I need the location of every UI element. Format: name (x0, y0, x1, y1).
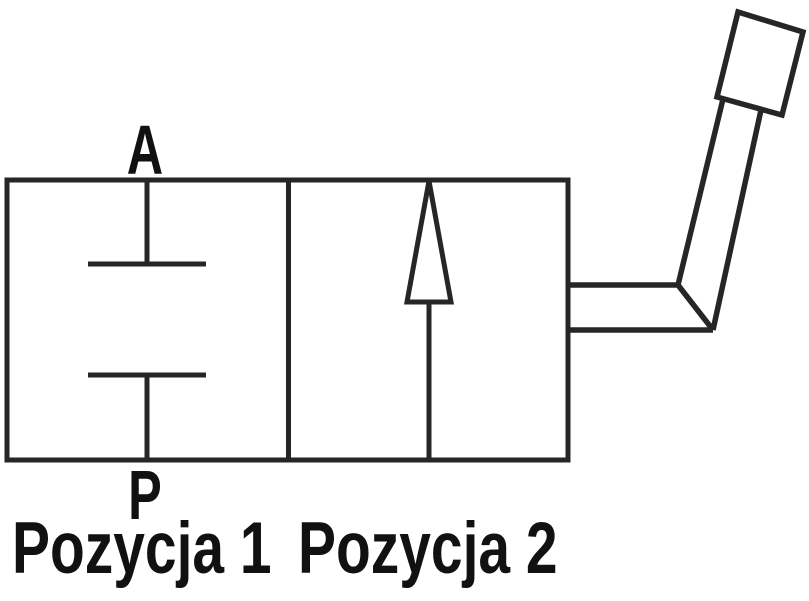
lever-shaft-right-edge (710, 109, 764, 331)
port-a-label: A (126, 111, 164, 189)
position-2-caption: Pozycja 2 (298, 508, 558, 589)
port-p-label: P (128, 456, 162, 534)
valve-linework (4, 8, 807, 463)
lever-shaft-left-edge (675, 98, 726, 286)
lever-elbow-chamfer-line (675, 283, 716, 332)
lever-knob (713, 8, 807, 119)
blocked-ports-tee-icon (88, 180, 206, 460)
flow-arrow-head (404, 180, 454, 305)
position-1-caption: Pozycja 1 (12, 508, 272, 589)
manual-lever-icon (567, 8, 807, 333)
flow-arrow-up-icon (404, 180, 454, 460)
